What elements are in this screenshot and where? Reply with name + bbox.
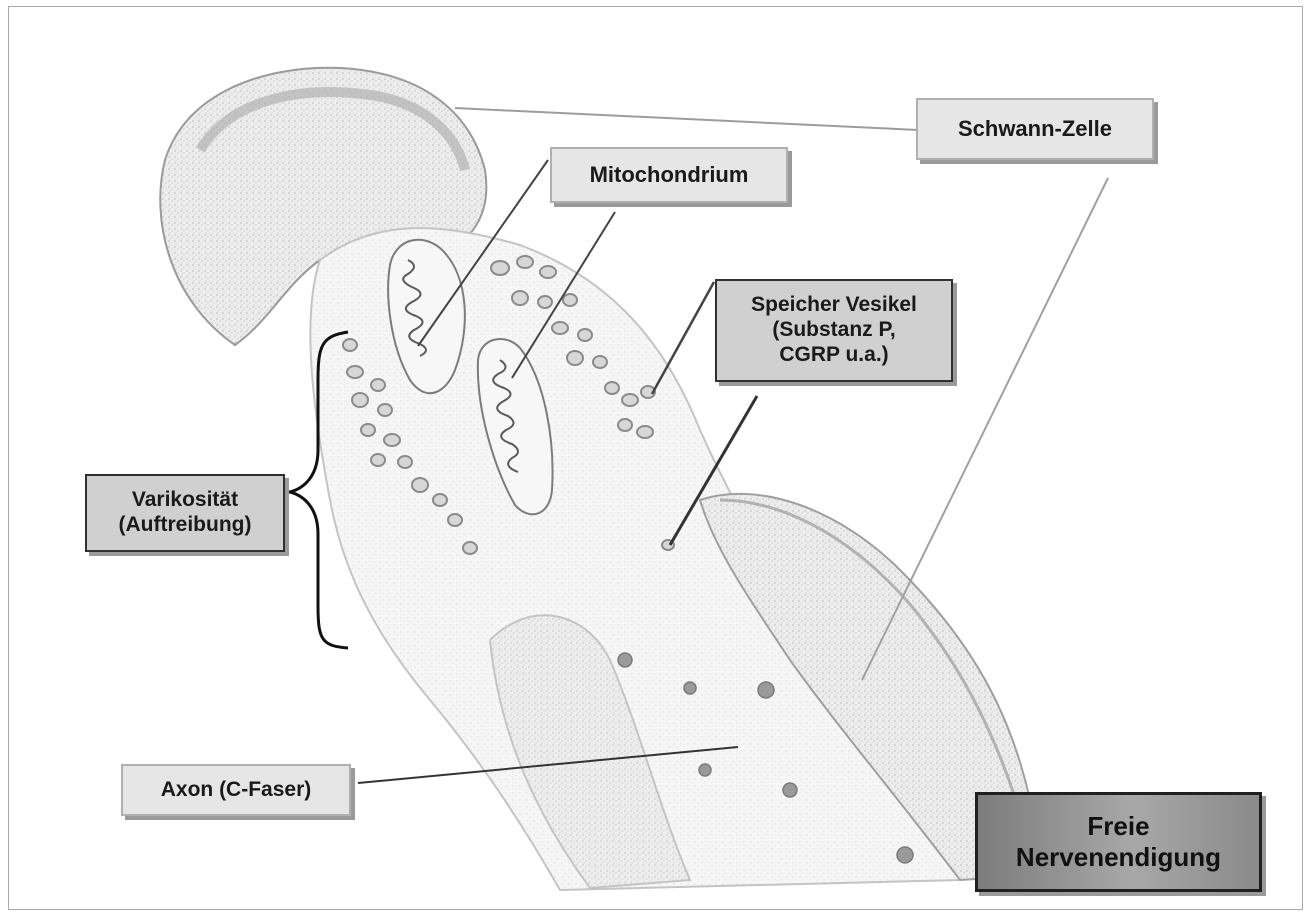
vesicle: [618, 653, 632, 667]
vesicle: [578, 329, 592, 341]
vesicle: [448, 514, 462, 526]
vesicle: [605, 382, 619, 394]
vesicle: [371, 454, 385, 466]
vesicle: [684, 682, 696, 694]
vesicle: [412, 478, 428, 492]
vesicle: [567, 351, 583, 365]
vesicle: [512, 291, 528, 305]
vesicle: [618, 419, 632, 431]
label-speicher-text: Speicher Vesikel (Substanz P, CGRP u.a.): [751, 293, 917, 367]
vesicle: [699, 764, 711, 776]
label-schwann-zelle: Schwann-Zelle: [916, 98, 1154, 160]
vesicle: [343, 339, 357, 351]
leader-schwann-top: [455, 108, 918, 130]
vesicle: [371, 379, 385, 391]
label-freie-nervenendigung: Freie Nervenendigung: [975, 792, 1262, 892]
vesicle: [491, 261, 509, 275]
vesicle: [538, 296, 552, 308]
vesicle: [463, 542, 477, 554]
vesicle: [384, 434, 400, 446]
vesicle: [563, 294, 577, 306]
label-varikositaet-text: Varikosität (Auftreibung): [119, 488, 252, 538]
vesicle: [433, 494, 447, 506]
vesicle: [552, 322, 568, 334]
vesicle: [897, 847, 913, 863]
vesicle: [758, 682, 774, 698]
label-varikositaet: Varikosität (Auftreibung): [85, 474, 285, 552]
vesicle: [361, 424, 375, 436]
vesicle: [347, 366, 363, 378]
label-axon: Axon (C-Faser): [121, 764, 351, 816]
label-schwann-text: Schwann-Zelle: [958, 116, 1112, 142]
vesicle: [783, 783, 797, 797]
vesicle: [517, 256, 533, 268]
vesicle: [398, 456, 412, 468]
vesicle: [352, 393, 368, 407]
vesicle: [540, 266, 556, 278]
vesicle: [593, 356, 607, 368]
vesicle: [637, 426, 653, 438]
label-axon-text: Axon (C-Faser): [161, 778, 312, 803]
label-mitochondrium-text: Mitochondrium: [590, 162, 749, 188]
vesicle: [622, 394, 638, 406]
label-speicher-vesikel: Speicher Vesikel (Substanz P, CGRP u.a.): [715, 279, 953, 382]
leader-schwann-right: [862, 178, 1108, 680]
label-mitochondrium: Mitochondrium: [550, 147, 788, 203]
label-freie-text: Freie Nervenendigung: [1016, 811, 1221, 872]
leader-vesikel-1: [652, 282, 714, 394]
vesicle: [378, 404, 392, 416]
